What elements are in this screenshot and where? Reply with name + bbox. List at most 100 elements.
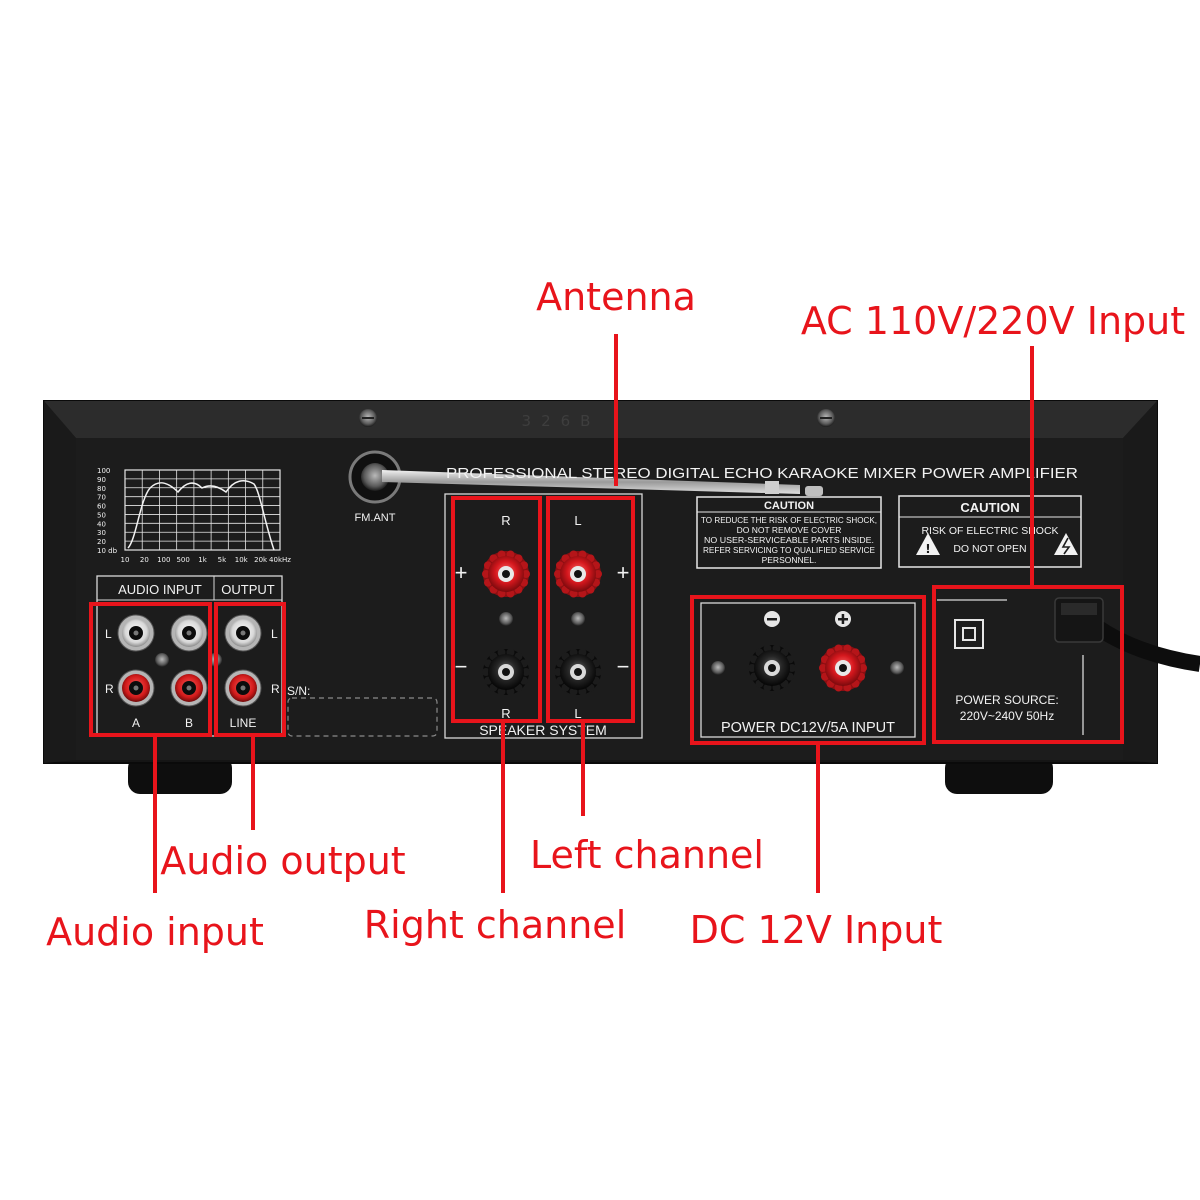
highlight-boxes xyxy=(89,496,1124,745)
graph-y-tick: 40 xyxy=(97,520,106,528)
graph-x-tick: 1k xyxy=(198,556,207,564)
channel-l-label: L xyxy=(105,627,112,641)
caution-line: NO USER-SERVICEABLE PARTS INSIDE. xyxy=(704,535,874,545)
rca-input-a-right[interactable] xyxy=(117,669,155,707)
chassis-screw xyxy=(817,409,835,427)
rca-input-b-left[interactable] xyxy=(170,614,208,652)
speaker-post-left-negative[interactable] xyxy=(554,648,602,696)
highlight-audio-output xyxy=(214,602,286,737)
graph-y-tick: 60 xyxy=(97,503,106,511)
dc-post-negative[interactable] xyxy=(748,644,796,692)
callout-right-channel: Right channel xyxy=(364,903,627,947)
callout-audio-output: Audio output xyxy=(160,839,405,883)
svg-text:!: ! xyxy=(925,542,930,556)
minus-sign: − xyxy=(617,654,630,679)
rca-line-out-right[interactable] xyxy=(224,669,262,707)
graph-x-tick: 10k xyxy=(235,556,249,564)
fm-ant-label: FM.ANT xyxy=(355,512,396,524)
serial-number-field xyxy=(287,697,438,737)
input-a-label: A xyxy=(132,716,140,730)
caution-line: TO REDUCE THE RISK OF ELECTRIC SHOCK, xyxy=(701,515,877,525)
callout-dc-input: DC 12V Input xyxy=(690,908,943,952)
output-label: OUTPUT xyxy=(221,582,275,597)
dc-power-panel: POWER DC12V/5A INPUT xyxy=(700,602,916,738)
highlight-dc-input xyxy=(690,595,926,745)
graph-y-tick: 10 db xyxy=(97,547,118,555)
power-source-range: 220V~240V 50Hz xyxy=(960,709,1054,723)
power-cord xyxy=(1054,597,1200,672)
line-label: LINE xyxy=(230,716,257,730)
graph-y-tick: 30 xyxy=(97,529,106,537)
graph-x-tick: 10 xyxy=(121,556,130,564)
panel-screw xyxy=(155,653,169,667)
graph-x-tick: 5k xyxy=(218,556,227,564)
caution-line: DO NOT OPEN xyxy=(953,543,1026,555)
callout-left-channel: Left channel xyxy=(530,833,764,877)
warning-triangle-icon xyxy=(916,533,940,555)
highlight-audio-input xyxy=(89,602,212,737)
speaker-system-label: SPEAKER SYSTEM xyxy=(479,722,607,738)
minus-sign: − xyxy=(455,654,468,679)
highlight-ac-input xyxy=(932,585,1124,744)
speaker-system-panel: R L R L + + − − SPEAKER SYSTEM xyxy=(444,493,643,739)
caution-label-shock: CAUTION ! RISK OF ELECTRIC SHOCK DO NOT … xyxy=(898,495,1082,568)
leader-lines xyxy=(153,334,1034,893)
caution-line: RISK OF ELECTRIC SHOCK xyxy=(921,525,1058,537)
graph-y-tick: 70 xyxy=(97,494,106,502)
input-b-label: B xyxy=(185,716,193,730)
caution-title: CAUTION xyxy=(960,500,1019,515)
amplifier-chassis xyxy=(43,400,1158,764)
callout-ac-input: AC 110V/220V Input xyxy=(801,299,1185,343)
graph-y-tick: 100 xyxy=(97,467,110,475)
power-dc-label: POWER DC12V/5A INPUT xyxy=(721,720,895,736)
power-source-label: POWER SOURCE: xyxy=(955,693,1058,707)
graph-y-tick: 80 xyxy=(97,485,106,493)
callout-audio-input: Audio input xyxy=(46,910,264,954)
graph-grid xyxy=(124,469,281,551)
rca-input-b-right[interactable] xyxy=(170,669,208,707)
audio-input-label: AUDIO INPUT xyxy=(118,582,202,597)
highlight-left-channel xyxy=(546,496,635,723)
graph-x-tick: 500 xyxy=(176,556,189,564)
double-insulation-icon xyxy=(954,619,984,649)
speaker-post-right-positive[interactable] xyxy=(482,550,530,598)
graph-y-tick: 90 xyxy=(97,476,106,484)
rca-line-out-left[interactable] xyxy=(224,614,262,652)
graph-response-curve xyxy=(127,479,275,551)
panel-title: PROFESSIONAL STEREO DIGITAL ECHO KARAOKE… xyxy=(446,465,1078,482)
graph-y-tick: 50 xyxy=(97,511,106,519)
caution-title: CAUTION xyxy=(764,500,814,512)
model-number: 326B xyxy=(522,412,601,430)
highlight-right-channel xyxy=(451,496,542,723)
speaker-post-right-negative[interactable] xyxy=(482,648,530,696)
speaker-post-left-positive[interactable] xyxy=(554,550,602,598)
speaker-r-label: R xyxy=(501,513,510,528)
graph-x-tick: 20k xyxy=(254,556,268,564)
rca-input-a-left[interactable] xyxy=(117,614,155,652)
plus-sign: + xyxy=(617,560,630,585)
fm-antenna xyxy=(348,450,823,504)
caution-line: REFER SERVICING TO QUALIFIED SERVICE xyxy=(703,545,875,555)
speaker-r-label: R xyxy=(501,706,510,721)
speaker-l-label: L xyxy=(574,706,581,721)
speaker-l-label: L xyxy=(574,513,581,528)
callout-antenna: Antenna xyxy=(536,275,696,319)
graph-x-tick: 20 xyxy=(140,556,149,564)
channel-l-label: L xyxy=(271,627,278,641)
channel-r-label: R xyxy=(271,682,280,696)
graph-x-tick: 40kHz xyxy=(269,556,291,564)
lightning-triangle-icon xyxy=(1054,533,1078,555)
channel-r-label: R xyxy=(105,682,114,696)
chassis-screw xyxy=(359,409,377,427)
ac-power-panel: POWER SOURCE: 220V~240V 50Hz xyxy=(937,599,1084,735)
graph-y-tick: 20 xyxy=(97,538,106,546)
dc-post-positive[interactable] xyxy=(819,644,867,692)
plus-sign: + xyxy=(455,560,468,585)
caution-line: DO NOT REMOVE COVER xyxy=(737,525,842,535)
serial-number-label: S/N: xyxy=(287,684,310,698)
caution-label-service: CAUTION TO REDUCE THE RISK OF ELECTRIC S… xyxy=(696,496,882,569)
graph-x-tick: 100 xyxy=(157,556,170,564)
